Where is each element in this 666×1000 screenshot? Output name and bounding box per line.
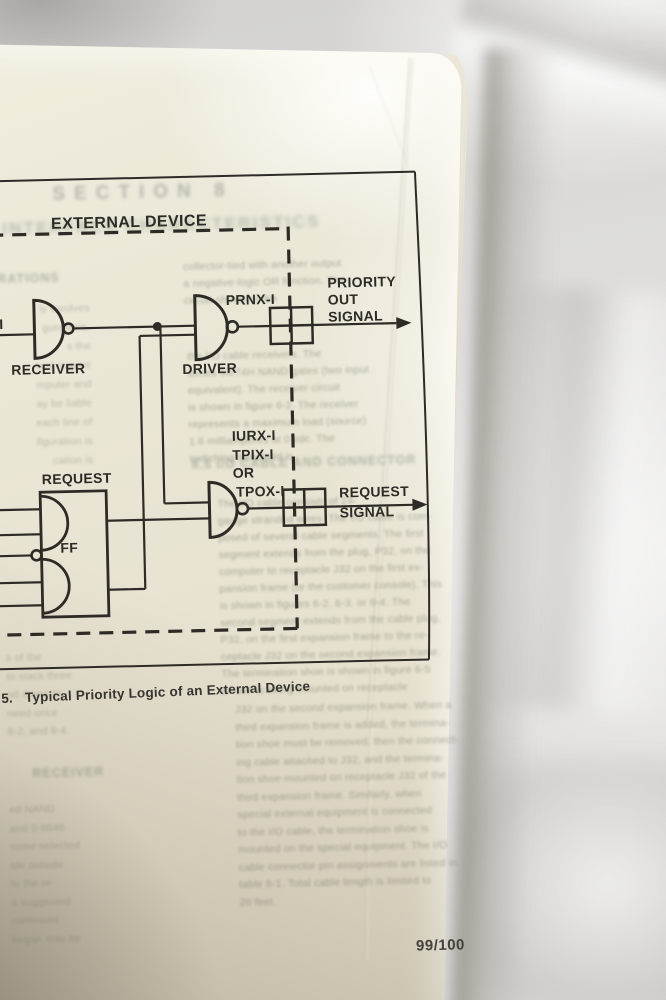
driver-gate [193, 294, 229, 362]
driver-output-wire [238, 324, 271, 328]
request-out-label-1: REQUEST [339, 483, 409, 501]
request-signal-name-4: TPOX-I [236, 483, 285, 500]
ff-lower-gate-arc [41, 557, 71, 615]
receiver-label: RECEIVER [11, 360, 85, 378]
driver-inverter-bubble [225, 320, 240, 334]
request-gate [207, 480, 239, 539]
figure-caption-number: 5. [1, 690, 14, 706]
receiver-to-driver-wire [73, 324, 196, 330]
page-number: 99/100 [415, 936, 466, 955]
figure-border-right [413, 171, 431, 660]
request-signal-name-1: IURX-I [232, 427, 276, 444]
request-output-wire [248, 506, 284, 510]
junction-to-request-gate-wire [159, 326, 210, 505]
prnx-signal-label: PRNX-I [226, 291, 276, 308]
driver-label: DRIVER [182, 360, 237, 377]
ff-to-driver-wire [108, 333, 196, 591]
ff-request-label: REQUEST [42, 470, 112, 488]
priority-out-connector [268, 305, 315, 346]
figure-border-bottom [0, 658, 430, 671]
external-device-label: EXTERNAL DEVICE [51, 212, 207, 233]
request-inverter-bubble [235, 501, 250, 516]
request-signal-name-3: OR [233, 464, 255, 480]
ff-input-bubble [30, 549, 43, 562]
request-arrowhead [412, 498, 428, 511]
priority-out-label-3: SIGNAL [328, 307, 383, 324]
priority-out-label-2: OUT [328, 291, 359, 308]
receiver-gate [32, 298, 65, 360]
request-signal-name-2: TPIX-I [232, 446, 274, 463]
ff-input-wires [0, 508, 43, 608]
ff-upper-gate-arc [40, 494, 70, 552]
ff-output-wire [106, 517, 210, 522]
figure-border-top [0, 170, 415, 183]
request-out-label-2: SIGNAL [339, 503, 394, 520]
external-device-boundary [0, 226, 299, 638]
priority-out-label-1: PRIORITY [327, 273, 396, 291]
receiver-input-label: I [0, 316, 4, 332]
ff-label: FF [60, 539, 78, 555]
request-connector [281, 487, 328, 528]
ff-inverted-input-wire [0, 554, 32, 558]
receiver-input-wire [0, 333, 35, 337]
priority-out-arrowhead [396, 317, 412, 330]
